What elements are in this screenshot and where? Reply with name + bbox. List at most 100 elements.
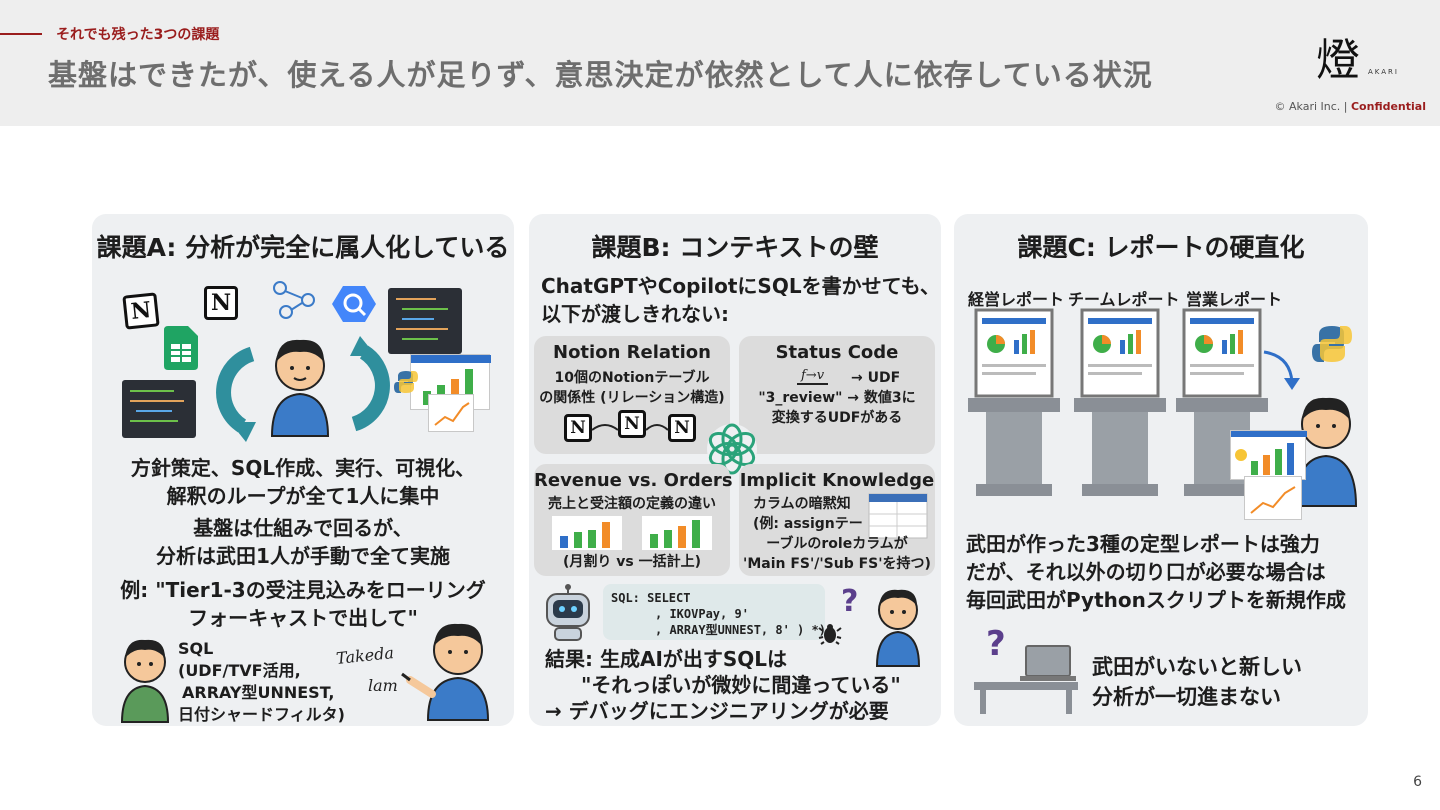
copyright-text: © Akari Inc. | <box>1274 100 1348 113</box>
status-code-panel: Status Code f→v → UDF "3_review" → 数値3に … <box>739 336 935 454</box>
intro-line: ChatGPTやCopilotにSQLを書かせても、 <box>541 274 940 298</box>
page-number: 6 <box>1413 774 1422 790</box>
line-chart-icon <box>434 402 470 426</box>
analyst-avatar <box>270 339 330 437</box>
notion-relation-panel: Notion Relation 10個のNotionテーブル の関係性 (リレー… <box>534 336 730 454</box>
issue-a-title: 課題A: 分析が完全に属人化している <box>96 233 510 262</box>
result-line: "それっぽいが微妙に間違っている" <box>581 673 901 697</box>
issue-c-body: 武田が作った3種の定型レポートは強力 だが、それ以外の切り口が必要な場合は 毎回… <box>966 530 1346 614</box>
sql-feature: (UDF/TVF活用, <box>178 661 301 680</box>
code-line <box>396 298 436 300</box>
panel-title: Revenue vs. Orders <box>534 470 733 491</box>
logo-mark-icon: 燈 <box>1316 35 1360 86</box>
result-line: → デバッグにエンジニアリングが必要 <box>545 699 889 723</box>
notion-icon: N <box>618 410 646 438</box>
notion-icon: N <box>122 292 160 330</box>
question-mark-icon: ? <box>841 584 859 619</box>
panel-body: "3_review" → 数値3に 変換するUDFがある <box>739 388 935 428</box>
panel-line: "3_review" → 数値3に <box>758 390 916 406</box>
panel-body: カラムの暗黙知 (例: assignテー <box>753 494 863 534</box>
panel-line: の関係性 (リレーション構造) <box>539 390 725 406</box>
report-label-sales: 営業レポート <box>1186 290 1283 309</box>
report-kiosk <box>1074 308 1166 496</box>
issue-b-intro: ChatGPTやCopilotにSQLを書かせても、 以下が渡しきれない: <box>539 272 940 328</box>
code-line <box>402 338 438 340</box>
line-chart-icon <box>1250 486 1296 514</box>
issue-a-card: 課題A: 分析が完全に属人化している N N <box>92 214 514 726</box>
copyright-notice: © Akari Inc. | Confidential <box>1275 100 1427 113</box>
spreadsheet-icon <box>164 326 198 370</box>
sql-feature: 日付シャードフィルタ) <box>178 705 345 724</box>
code-line <box>136 410 172 412</box>
panel-line: → UDF <box>851 370 901 386</box>
sql-line: , IKOVPay, 9' <box>655 607 749 621</box>
workflow-icon <box>273 281 315 319</box>
signature-scribble: lam <box>368 676 398 695</box>
sql-feature: SQL <box>178 639 214 658</box>
logo-wordmark: AKARI <box>1368 68 1399 76</box>
panel-title: Status Code <box>775 342 899 363</box>
notion-icon: N <box>204 286 238 320</box>
panel-title: Implicit Knowledge <box>739 470 935 491</box>
example-line: フォーキャストで出して" <box>188 606 418 630</box>
panel-line: (例: assignテー <box>753 516 863 532</box>
footer-line: 武田がいないと新しい <box>1092 655 1302 679</box>
code-window <box>122 380 196 438</box>
header-accent-line <box>0 33 42 35</box>
code-line <box>396 328 448 330</box>
sql-feature-list: SQL (UDF/TVF活用, ARRAY型UNNEST, 日付シャードフィルタ… <box>178 638 345 726</box>
issue-b-result: 結果: 生成AIが出すSQLは "それっぽいが微妙に間違っている" → デバッグ… <box>545 646 901 724</box>
panel-line: ーブルのroleカラムが <box>766 536 908 552</box>
python-logo-icon <box>394 371 418 393</box>
section-subtitle: それでも残った3つの課題 <box>56 27 220 43</box>
line-chart-window <box>1244 476 1302 520</box>
writing-person-avatar <box>401 623 490 721</box>
colleague-avatar <box>120 639 170 723</box>
cycle-arrows-icon <box>216 336 390 442</box>
sql-line: SQL: SELECT <box>611 591 691 605</box>
python-logo-icon <box>1312 326 1352 362</box>
result-line: 結果: 生成AIが出すSQLは <box>545 647 788 671</box>
code-window <box>388 288 462 354</box>
arrow-down-icon <box>1263 350 1300 390</box>
implicit-knowledge-panel: Implicit Knowledge カラムの暗黙知 (例: assignテー … <box>739 464 935 576</box>
detail-line: 分析は武田1人が手動で全て実施 <box>156 544 450 568</box>
sql-snippet: SQL: SELECT , IKOVPay, 9' , ARRAY型UNNEST… <box>603 584 826 640</box>
bug-icon <box>818 624 842 645</box>
report-kiosks-illustration <box>968 308 1268 496</box>
report-kiosk <box>968 308 1060 496</box>
sql-line: , ARRAY型UNNEST, 8' ) *) <box>655 623 826 637</box>
panel-body: 10個のNotionテーブル の関係性 (リレーション構造) <box>534 368 730 408</box>
issue-a-example: 例: "Tier1-3の受注見込みをローリング フォーキャストで出して" <box>92 576 514 632</box>
header-band: それでも残った3つの課題 基盤はできたが、使える人が足りず、意思決定が依然として… <box>0 0 1440 126</box>
ai-robot-icon <box>546 584 590 641</box>
panel-line: 売上と受注額の定義の違い <box>548 496 716 512</box>
footer-line: 分析が一切進まない <box>1092 685 1281 709</box>
analyst-avatar <box>1294 397 1358 507</box>
bigquery-icon <box>332 286 376 322</box>
code-line <box>130 400 184 402</box>
report-label-team: チームレポート <box>1068 290 1180 309</box>
bar-chart-window <box>1230 430 1307 480</box>
code-line <box>130 390 174 392</box>
bar-chart-icon <box>552 516 622 550</box>
panel-line: 'Main FS'/'Sub FS'を持つ) <box>743 556 931 572</box>
issue-c-title: 課題C: レポートの硬直化 <box>1017 233 1305 262</box>
panel-line: (月割り vs 一括計上) <box>562 554 701 570</box>
detail-line: 基盤は仕組みで回るが、 <box>193 516 413 540</box>
notion-icon: N <box>564 414 592 442</box>
panel-line: カラムの暗黙知 <box>753 496 851 512</box>
panel-body: ーブルのroleカラムが 'Main FS'/'Sub FS'を持つ) <box>739 534 935 574</box>
table-icon <box>868 493 928 539</box>
example-line: 例: "Tier1-3の受注見込みをローリング <box>120 578 486 602</box>
code-line <box>130 420 178 422</box>
summary-line: 方針策定、SQL作成、実行、可視化、 <box>130 456 476 480</box>
revenue-orders-panel: Revenue vs. Orders 売上と受注額の定義の違い (月割り vs … <box>534 464 733 576</box>
panel-line: 10個のNotionテーブル <box>554 370 710 386</box>
summary-line: 解釈のループが全て1人に集中 <box>166 484 440 508</box>
body-line: だが、それ以外の切り口が必要な場合は <box>966 560 1326 584</box>
code-line <box>402 308 448 310</box>
akari-logo: 燈 AKARI <box>1316 36 1406 86</box>
intro-line: 以下が渡しきれない: <box>541 302 729 326</box>
question-mark-icon: ? <box>986 624 1006 664</box>
